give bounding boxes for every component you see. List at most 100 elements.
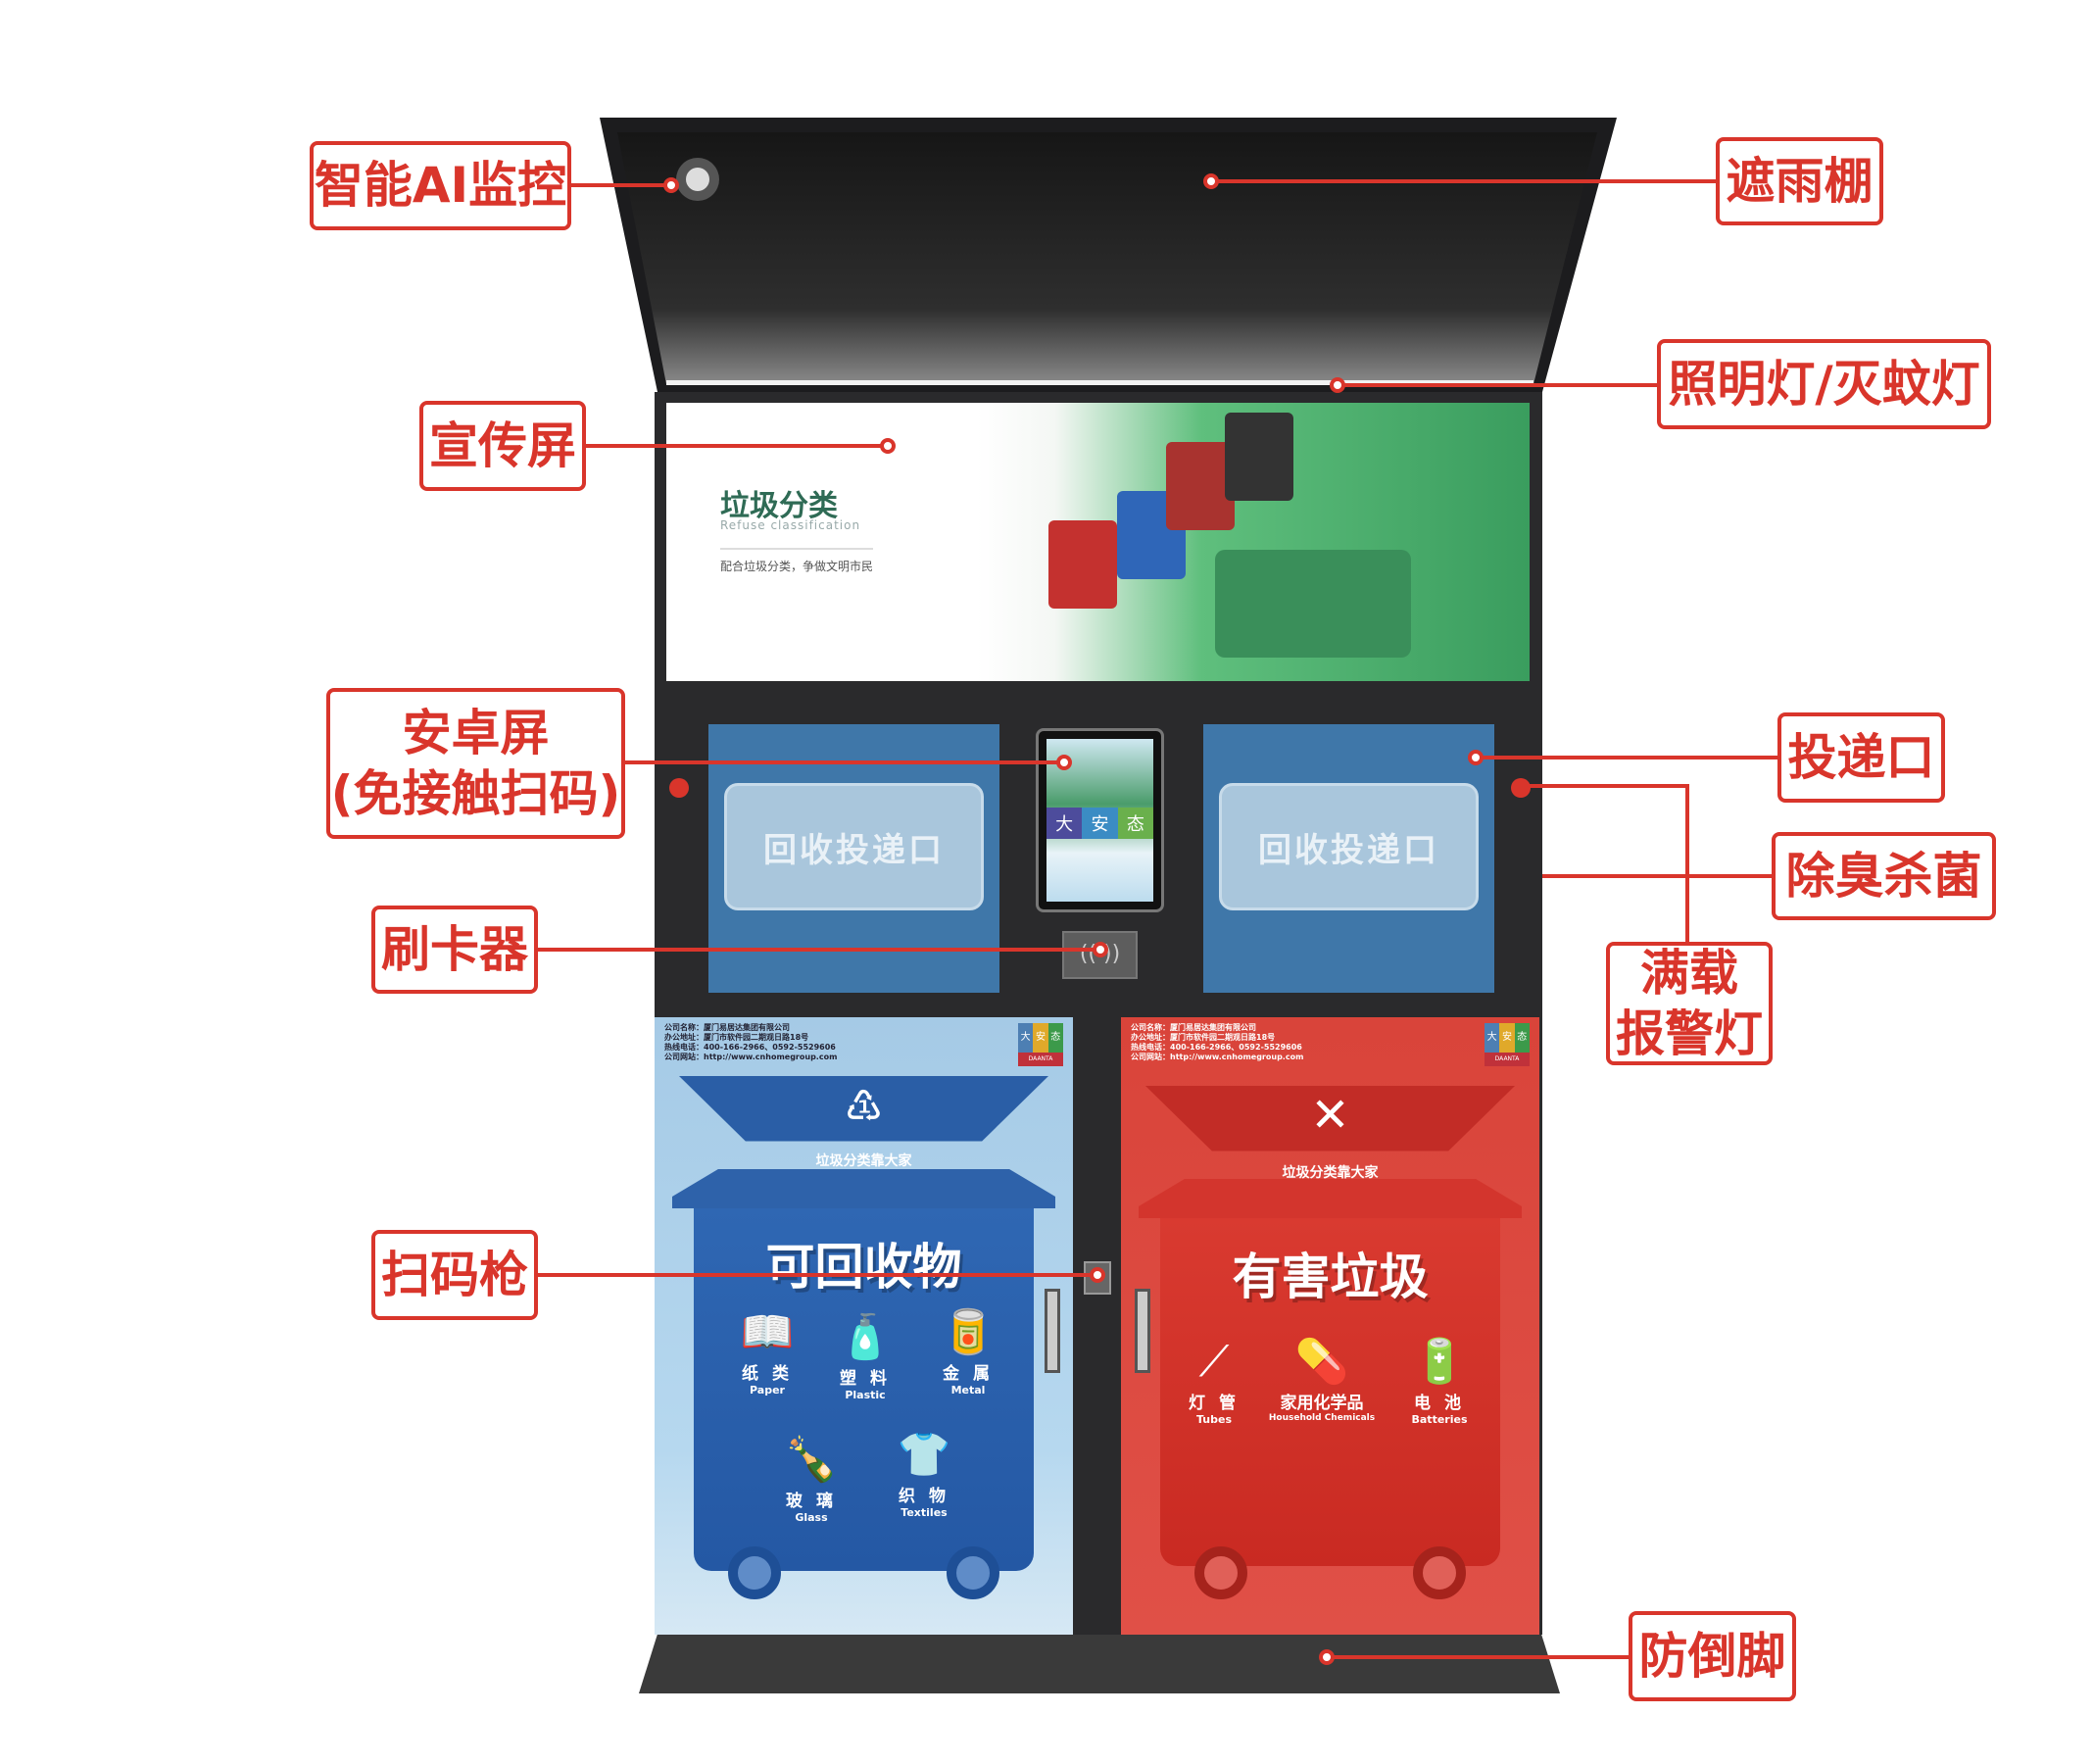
- label-anti-tip-feet: 防倒脚: [1629, 1611, 1796, 1701]
- drop-port-right[interactable]: 回收投递口: [1203, 724, 1494, 993]
- wheel: [1413, 1546, 1466, 1599]
- item-en: Textiles: [900, 1506, 948, 1519]
- promo-title: 垃圾分类: [720, 489, 838, 523]
- item-en: Batteries: [1411, 1413, 1468, 1426]
- label-canopy: 遮雨棚: [1716, 137, 1883, 225]
- promo-subtitle: Refuse classification: [720, 518, 861, 532]
- hazard-x-icon: ✕: [1310, 1088, 1350, 1143]
- brand-logo: 大安态 DAANTA: [1485, 1023, 1530, 1066]
- truck-illustration: [1215, 550, 1411, 658]
- company-website: 公司网站：http://www.cnhomegroup.com: [1131, 1053, 1304, 1061]
- item-zh: 电 池: [1414, 1394, 1465, 1413]
- item-en: Plastic: [845, 1389, 886, 1401]
- brand-char: 安: [1499, 1023, 1515, 1053]
- company-phone: 热线电话：400-166-2966、0592-5529606: [1131, 1043, 1302, 1052]
- tablet-brand: 大 安 态: [1046, 808, 1153, 839]
- item-en: Metal: [950, 1384, 986, 1396]
- company-website: 公司网站：http://www.cnhomegroup.com: [664, 1053, 838, 1061]
- bin-rim: [672, 1169, 1055, 1208]
- alarm-light-left: [669, 778, 689, 798]
- label-drop-port: 投递口: [1777, 712, 1945, 803]
- brand-char: 大: [1485, 1023, 1500, 1053]
- shirt-icon: 👕: [897, 1430, 951, 1480]
- label-full-alarm: 满载 报警灯: [1606, 942, 1773, 1065]
- wheel: [728, 1546, 781, 1599]
- brand-char: 态: [1514, 1023, 1530, 1053]
- label-lighting: 照明灯/灭蚊灯: [1657, 339, 1991, 429]
- item-zh: 纸 类: [742, 1364, 793, 1384]
- brown-bin-illustration: [1166, 442, 1235, 530]
- label-scanner: 扫码枪: [371, 1230, 538, 1320]
- anti-tip-feet: [639, 1635, 1560, 1693]
- drop-port-right-label: 回收投递口: [1219, 783, 1479, 910]
- hazardous-panel: 公司名称：厦门易居达集团有限公司 办公地址：厦门市软件园二期观日路18号 热线电…: [1121, 1017, 1539, 1635]
- item-en: Paper: [750, 1384, 785, 1396]
- bin-title: 可回收物: [765, 1239, 962, 1296]
- label-line: 安卓屏: [402, 704, 550, 761]
- company-address: 办公地址：厦门市软件园二期观日路18号: [664, 1033, 809, 1042]
- bin-rim: [1139, 1179, 1522, 1218]
- can-icon: 🥫: [941, 1307, 996, 1357]
- bottle-icon: 🧴: [838, 1312, 893, 1362]
- item-zh: 织 物: [899, 1487, 949, 1506]
- black-bin-illustration: [1225, 413, 1293, 501]
- barcode-scanner: [1084, 1261, 1111, 1295]
- red-bin-illustration: [1048, 520, 1117, 609]
- paper-icon: 📖: [740, 1307, 795, 1357]
- recycle-icon: ♳: [844, 1082, 884, 1132]
- item-en: Household Chemicals: [1268, 1413, 1376, 1423]
- label-android-screen: 安卓屏 (免接触扫码): [326, 688, 625, 839]
- item-zh: 塑 料: [840, 1369, 891, 1389]
- brand-char: 安: [1033, 1023, 1048, 1053]
- item-zh: 玻 璃: [786, 1492, 837, 1511]
- label-line: (免接触扫码): [330, 765, 621, 822]
- label-deodorize: 除臭杀菌: [1772, 832, 1996, 920]
- door-handle-left[interactable]: [1045, 1289, 1060, 1373]
- promo-screen: 垃圾分类 Refuse classification 配合垃圾分类，争做文明市民: [666, 403, 1530, 681]
- glass-icon: 🍾: [784, 1435, 839, 1485]
- label-ai-camera: 智能AI监控: [310, 141, 571, 230]
- promo-slogan: 配合垃圾分类，争做文明市民: [720, 548, 874, 574]
- item-en: Tubes: [1195, 1413, 1232, 1426]
- item-zh: 金 属: [943, 1364, 994, 1384]
- item-zh: 灯 管: [1189, 1394, 1240, 1413]
- brand-char: 态: [1117, 808, 1153, 839]
- label-card-reader: 刷卡器: [371, 906, 538, 994]
- medicine-icon: 💊: [1294, 1337, 1349, 1387]
- item-zh: 家用化学品: [1280, 1394, 1364, 1413]
- brand-logo: 大安态 DAANTA: [1018, 1023, 1063, 1066]
- company-address: 办公地址：厦门市软件园二期观日路18号: [1131, 1033, 1276, 1042]
- brand-en: DAANTA: [1485, 1053, 1530, 1066]
- drop-port-left-label: 回收投递口: [724, 783, 984, 910]
- brand-char: 大: [1018, 1023, 1034, 1053]
- tube-icon: ⟋: [1198, 1337, 1230, 1387]
- label-line: 报警灯: [1616, 1005, 1763, 1062]
- bin-slogan: 垃圾分类靠大家: [1282, 1165, 1379, 1181]
- bin-title: 有害垃圾: [1232, 1249, 1429, 1305]
- company-info: 公司名称：厦门易居达集团有限公司 办公地址：厦门市软件园二期观日路18号 热线电…: [1131, 1023, 1303, 1062]
- company-name: 公司名称：厦门易居达集团有限公司: [664, 1023, 790, 1032]
- company-phone: 热线电话：400-166-2966、0592-5529606: [664, 1043, 836, 1052]
- label-promo-screen: 宣传屏: [419, 401, 586, 491]
- label-line: 满载: [1640, 944, 1738, 1002]
- door-handle-right[interactable]: [1135, 1289, 1150, 1373]
- item-en: Glass: [795, 1511, 828, 1524]
- battery-icon: 🔋: [1412, 1337, 1467, 1387]
- wheel: [947, 1546, 999, 1599]
- bin-lid: ♳: [679, 1076, 1048, 1142]
- brand-char: 大: [1046, 808, 1083, 839]
- recyclable-panel: 公司名称：厦门易居达集团有限公司 办公地址：厦门市软件园二期观日路18号 热线电…: [655, 1017, 1073, 1635]
- brand-en: DAANTA: [1018, 1053, 1063, 1066]
- bin-slogan: 垃圾分类靠大家: [815, 1153, 912, 1169]
